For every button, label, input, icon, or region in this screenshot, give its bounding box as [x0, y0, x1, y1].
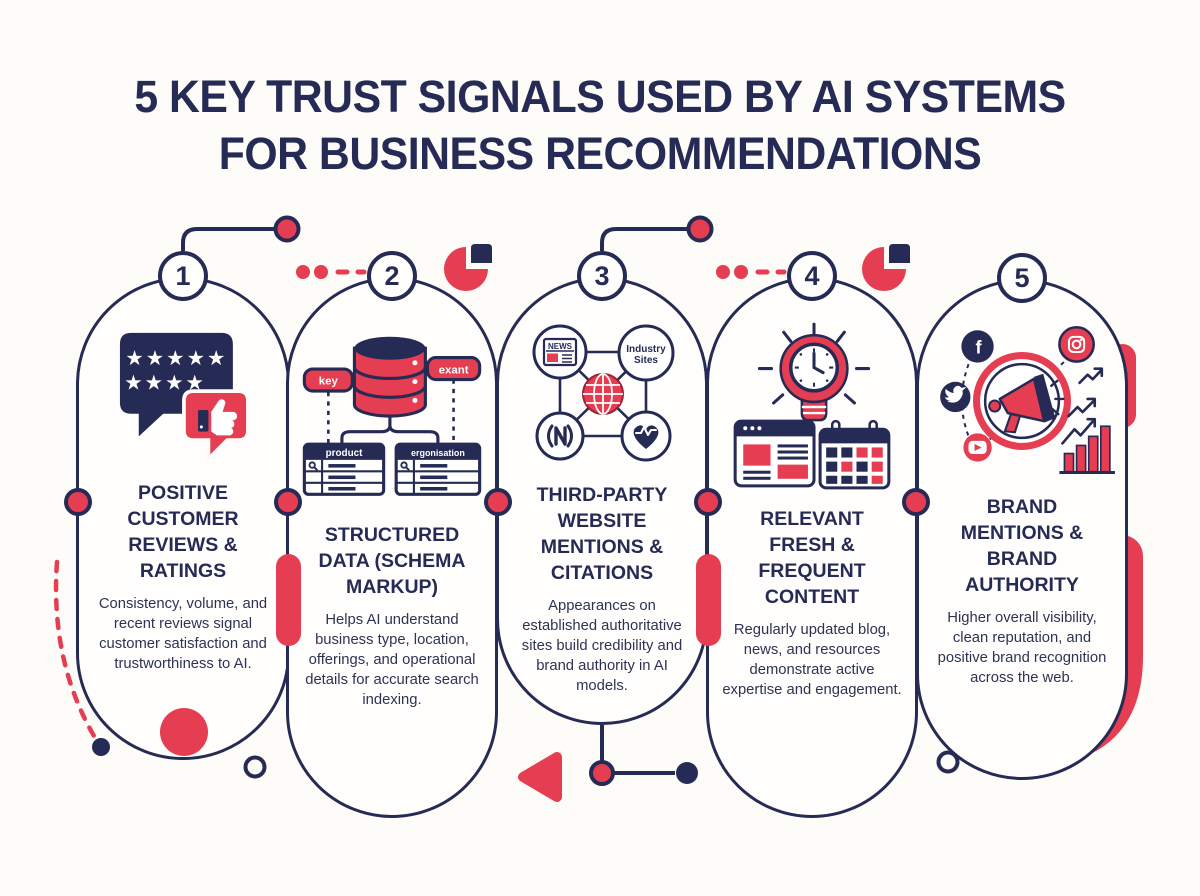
- trend-arrow-icons: [1067, 367, 1104, 418]
- citation-network-icon-svg: NEWS Industry Sites: [532, 324, 675, 462]
- star-row-1: ★★★★★: [125, 347, 227, 370]
- ring-circle: [243, 755, 267, 779]
- calendar-icon: [818, 419, 891, 490]
- page-title-line2: FOR BUSINESS RECOMMENDATIONS: [218, 128, 982, 179]
- megaphone-icon: [973, 351, 1071, 450]
- card3-connector-dot: [686, 215, 714, 243]
- industry-sites-icon: Industry Sites: [617, 324, 675, 382]
- brand-megaphone-icon: f: [923, 318, 1121, 486]
- card-third-party-mentions: 3 NEWS: [496, 251, 708, 725]
- card-structured-data: 2: [286, 251, 498, 818]
- youtube-icon: [963, 433, 992, 462]
- organisation-table: ergonisation: [394, 442, 482, 496]
- card3-bottom-navy-dot: [676, 762, 698, 784]
- news-label: NEWS: [548, 342, 573, 351]
- news-site-icon: NEWS: [532, 324, 588, 380]
- product-table: product: [302, 442, 386, 496]
- card3-bottom-red-dot: [589, 760, 615, 786]
- exant-tag-label: exant: [439, 364, 469, 376]
- page-title-line1: 5 KEY TRUST SIGNALS USED BY AI SYSTEMS: [134, 71, 1066, 122]
- card5-number-badge: 5: [997, 253, 1047, 303]
- growth-bar-chart-icon: [1059, 417, 1115, 475]
- database-schema-icon-svg: key exant product: [302, 336, 482, 496]
- card3-title: THIRD-PARTY WEBSITE MENTIONS & CITATIONS: [536, 484, 668, 584]
- key-tag: key: [302, 367, 354, 393]
- browser-window-icon: [733, 419, 816, 488]
- fresh-content-icon: [721, 316, 903, 498]
- exant-tag: exant: [425, 356, 482, 382]
- publisher-logo-icon: [535, 411, 585, 461]
- card3-number-badge: 3: [577, 251, 627, 301]
- card2-number-badge: 2: [367, 251, 417, 301]
- clock-bulb-icon: [779, 333, 849, 422]
- page-title: 5 KEY TRUST SIGNALS USED BY AI SYSTEMS F…: [0, 68, 1200, 182]
- card3-description: Appearances on established authoritative…: [521, 598, 683, 694]
- card4-description: Regularly updated blog, news, and resour…: [722, 622, 902, 698]
- brand-megaphone-icon-svg: f: [940, 325, 1115, 475]
- card1-description: Consistency, volume, and recent reviews …: [98, 596, 268, 672]
- left-triangle: [518, 752, 562, 802]
- database-schema-icon: key exant product: [296, 316, 488, 514]
- pie-chart-icon-2: [862, 244, 910, 291]
- card5-title: BRAND MENTIONS & BRAND AUTHORITY: [960, 496, 1084, 596]
- facebook-icon: f: [961, 330, 994, 363]
- review-bubbles-icon-svg: ★★★★★ ★★★★: [119, 332, 250, 464]
- card1-connector-line: [181, 227, 274, 251]
- card4-number-badge: 4: [787, 251, 837, 301]
- twitter-icon: [940, 381, 971, 413]
- card5-description: Higher overall visibility, clean reputat…: [937, 610, 1107, 686]
- star-row-2: ★★★★: [124, 371, 206, 394]
- card2-title: STRUCTURED DATA (SCHEMA MARKUP): [318, 524, 466, 598]
- navy-dot: [92, 738, 110, 756]
- organisation-table-label: ergonisation: [411, 448, 465, 458]
- globe-icon: [582, 373, 624, 415]
- card4-dotted-leader: [716, 265, 787, 279]
- database-cylinder-icon: [352, 336, 427, 418]
- instagram-icon: [1058, 325, 1095, 363]
- facebook-f: f: [976, 338, 983, 358]
- product-table-label: product: [326, 448, 364, 459]
- card1-title: POSITIVE CUSTOMER REVIEWS & RATINGS: [127, 482, 239, 582]
- card3-connector-line: [600, 227, 687, 251]
- card-positive-reviews: 1 ★★★★★ ★★★★ POSITIVE CUSTOMER REVIEWS &…: [76, 251, 290, 760]
- card4-title: RELEVANT FRESH & FREQUENT CONTENT: [758, 508, 866, 608]
- heart-pulse-icon: [620, 410, 672, 462]
- card2-dotted-leader: [296, 265, 367, 279]
- bulb-rays: [757, 322, 871, 405]
- key-tag-label: key: [319, 376, 339, 388]
- review-bubbles-icon: ★★★★★ ★★★★: [103, 316, 263, 472]
- card1-number-badge: 1: [158, 251, 208, 301]
- card2-description: Helps AI understand business type, locat…: [305, 612, 479, 708]
- fresh-content-icon-svg: [733, 322, 891, 490]
- industry-sites-label-1: Industry: [626, 344, 666, 355]
- pie-chart-icon-1: [444, 244, 492, 291]
- card1-connector-dot: [273, 215, 301, 243]
- citation-network-icon: NEWS Industry Sites: [512, 316, 692, 474]
- thumbs-up-icon: [211, 399, 238, 436]
- card-fresh-content: 4: [706, 251, 918, 818]
- card-brand-mentions: 5 f: [916, 253, 1128, 780]
- industry-sites-label-2: Sites: [634, 355, 658, 366]
- thumb-cuff: [198, 410, 209, 432]
